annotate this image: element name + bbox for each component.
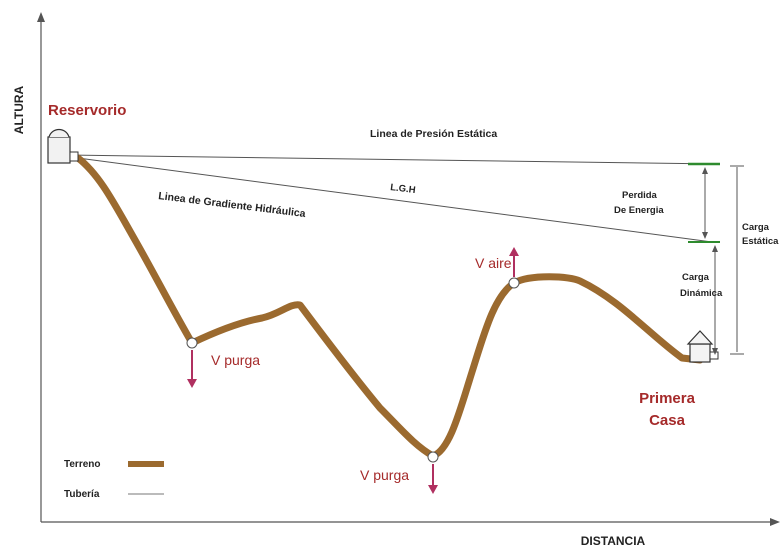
reference-lines: Linea de Presión Estática Linea de Gradi… [67, 128, 721, 243]
x-axis-arrowhead [770, 518, 780, 526]
hydraulic-gradient-line [77, 157, 713, 243]
valve-air: V aire [475, 247, 520, 289]
lgh-label: L.G.H [390, 182, 417, 196]
x-axis-label: DISTANCIA [581, 534, 646, 548]
static-head-label-line2: Estática [742, 236, 779, 247]
first-house: Primera Casa [639, 330, 719, 429]
dynamic-head-arrow-down [712, 348, 718, 355]
house-tap [709, 351, 719, 360]
reservoir-dome [48, 128, 70, 138]
valve-purge-2-arrowhead [428, 485, 438, 494]
valve-air-label: V aire [475, 255, 512, 271]
axes: ALTURA DISTANCIA [12, 12, 780, 548]
static-pressure-label: Linea de Presión Estática [370, 128, 497, 140]
legend: Terreno Tubería [64, 459, 164, 500]
valve-air-symbol [508, 277, 520, 289]
energy-loss-label-line2: De Energia [614, 205, 664, 216]
static-pressure-line [67, 154, 721, 165]
valve-purge-1-symbol [186, 337, 198, 349]
reservoir-tank [47, 136, 71, 164]
valve-purge-1-label: V purga [211, 352, 260, 368]
legend-terrain-label: Terreno [64, 459, 101, 470]
legend-pipe-label: Tubería [64, 489, 100, 500]
valve-purge-1: V purga [186, 337, 260, 388]
house-body [689, 343, 711, 363]
reservoir-label: Reservorio [48, 102, 126, 119]
house-roof [686, 330, 714, 345]
dynamic-head-label-line2: Dinámica [680, 288, 723, 299]
y-axis-arrowhead [37, 12, 45, 22]
first-house-label-line2: Casa [649, 412, 686, 429]
static-head-label-line1: Carga [742, 222, 770, 233]
energy-loss-arrow-up [702, 167, 708, 174]
valve-purge-1-arrowhead [187, 379, 197, 388]
energy-loss-arrow-down [702, 232, 708, 239]
reservoir-valve [69, 151, 79, 162]
terrain-profile [74, 154, 704, 460]
valve-purge-2-symbol [427, 451, 439, 463]
valve-purge-2: V purga [360, 451, 439, 494]
hydraulic-gradient-label: Linea de Gradiente Hidráulica [158, 190, 307, 220]
first-house-label-line1: Primera [639, 390, 696, 407]
valve-purge-2-label: V purga [360, 467, 409, 483]
reservoir: Reservorio [47, 102, 126, 164]
dynamic-head-label-line1: Carga [682, 272, 710, 283]
dimension-markers: Perdida De Energia Carga Dinámica Carga … [614, 162, 779, 355]
dynamic-head-arrow-up [712, 245, 718, 252]
energy-loss-label-line1: Perdida [622, 190, 658, 201]
y-axis-label: ALTURA [12, 85, 26, 134]
valve-air-arrowhead [509, 247, 519, 256]
